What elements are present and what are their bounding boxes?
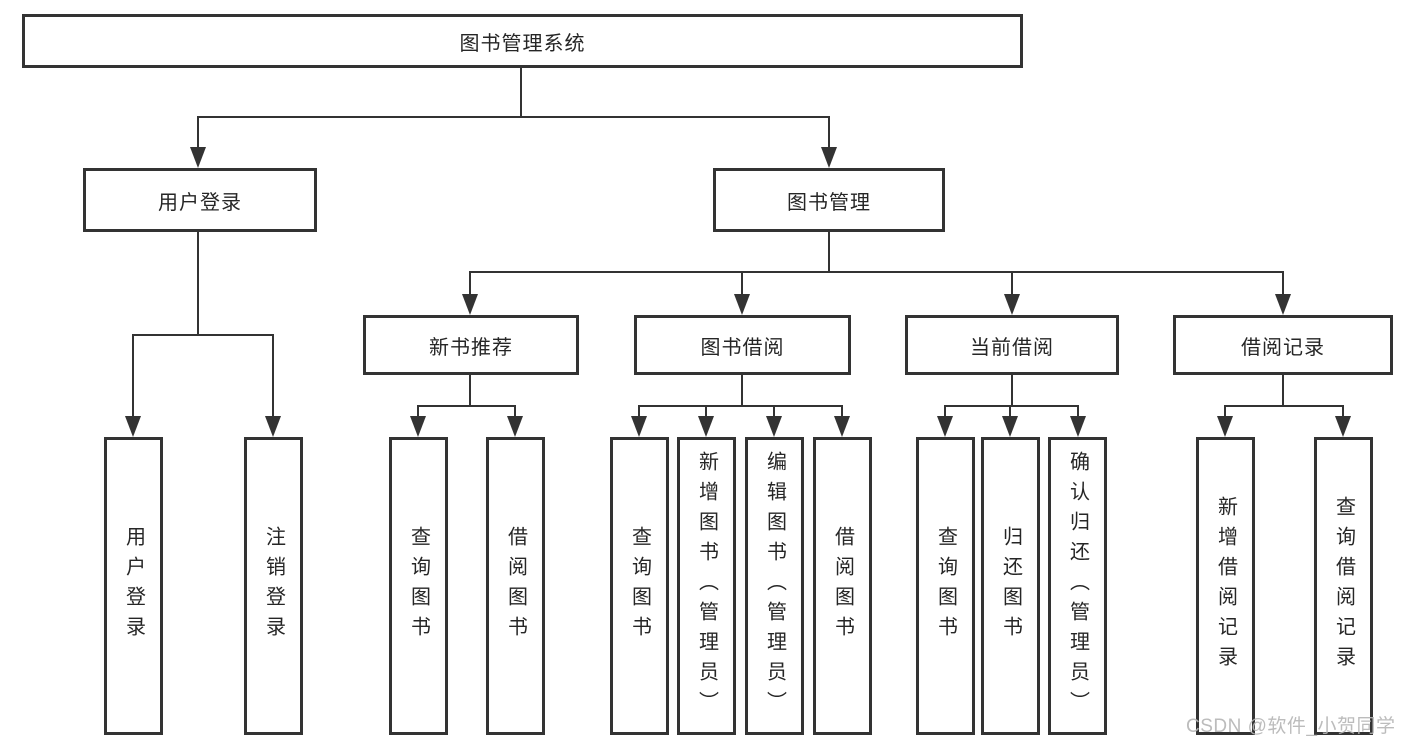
connector-line — [1009, 405, 1011, 422]
leaf-query-books-recommend-label: 查询图书 — [407, 526, 430, 646]
connector-line — [1342, 405, 1344, 422]
node-current-borrowing-label: 当前借阅 — [970, 336, 1054, 359]
leaf-logout: 注销登录 — [244, 437, 303, 735]
connector-line — [638, 405, 843, 407]
arrow-down-icon — [1217, 416, 1233, 437]
arrow-down-icon — [937, 416, 953, 437]
node-borrowing-records-label: 借阅记录 — [1241, 336, 1325, 359]
connector-line — [741, 375, 743, 407]
leaf-add-borrow-record-label: 新增借阅记录 — [1214, 496, 1237, 676]
connector-line — [1282, 271, 1284, 300]
arrow-down-icon — [734, 294, 750, 315]
leaf-borrow-books-recommend: 借阅图书 — [486, 437, 545, 735]
leaf-confirm-return-admin-label: 确认归还（管理员） — [1066, 451, 1089, 721]
leaf-query-books-current: 查询图书 — [916, 437, 975, 735]
leaf-query-borrow-record: 查询借阅记录 — [1314, 437, 1373, 735]
leaf-return-books: 归还图书 — [981, 437, 1040, 735]
connector-line — [1224, 405, 1344, 407]
leaf-query-books-borrowing: 查询图书 — [610, 437, 669, 735]
leaf-confirm-return-admin: 确认归还（管理员） — [1048, 437, 1107, 735]
leaf-add-borrow-record: 新增借阅记录 — [1196, 437, 1255, 735]
connector-line — [469, 375, 471, 407]
leaf-edit-books-admin-label: 编辑图书（管理员） — [763, 451, 786, 721]
connector-line — [272, 334, 274, 422]
leaf-query-books-current-label: 查询图书 — [934, 526, 957, 646]
connector-line — [1011, 271, 1013, 300]
leaf-add-books-admin-label: 新增图书（管理员） — [695, 451, 718, 721]
connector-line — [520, 68, 522, 117]
leaf-return-books-label: 归还图书 — [999, 526, 1022, 646]
node-new-book-recommend-label: 新书推荐 — [429, 336, 513, 359]
leaf-borrow-books-recommend-label: 借阅图书 — [504, 526, 527, 646]
leaf-borrow-books-borrowing: 借阅图书 — [813, 437, 872, 735]
arrow-down-icon — [410, 416, 426, 437]
node-book-borrowing: 图书借阅 — [634, 315, 851, 375]
leaf-query-books-recommend: 查询图书 — [389, 437, 448, 735]
connector-line — [828, 232, 830, 273]
connector-line — [469, 271, 1284, 273]
connector-line — [197, 116, 830, 118]
node-book-management: 图书管理 — [713, 168, 945, 232]
node-borrowing-records: 借阅记录 — [1173, 315, 1393, 375]
csdn-watermark: CSDN @软件_小贺同学 — [1186, 716, 1396, 737]
arrow-down-icon — [1002, 416, 1018, 437]
arrow-down-icon — [1070, 416, 1086, 437]
connector-line — [417, 405, 516, 407]
connector-line — [1077, 405, 1079, 422]
connector-line — [417, 405, 419, 422]
node-book-management-label: 图书管理 — [787, 191, 871, 214]
arrow-down-icon — [821, 147, 837, 168]
arrow-down-icon — [265, 416, 281, 437]
arrow-down-icon — [1275, 294, 1291, 315]
leaf-borrow-books-borrowing-label: 借阅图书 — [831, 526, 854, 646]
arrow-down-icon — [834, 416, 850, 437]
leaf-add-books-admin: 新增图书（管理员） — [677, 437, 736, 735]
connector-line — [1282, 375, 1284, 407]
leaf-logout-label: 注销登录 — [262, 526, 285, 646]
connector-line — [514, 405, 516, 422]
connector-line — [741, 271, 743, 300]
arrow-down-icon — [766, 416, 782, 437]
connector-line — [132, 334, 274, 336]
leaf-query-books-borrowing-label: 查询图书 — [628, 526, 651, 646]
connector-line — [638, 405, 640, 422]
arrow-down-icon — [698, 416, 714, 437]
connector-line — [944, 405, 1079, 407]
leaf-edit-books-admin: 编辑图书（管理员） — [745, 437, 804, 735]
node-user-login: 用户登录 — [83, 168, 317, 232]
connector-line — [773, 405, 775, 422]
connector-line — [469, 271, 471, 300]
connector-line — [944, 405, 946, 422]
leaf-user-login: 用户登录 — [104, 437, 163, 735]
arrow-down-icon — [190, 147, 206, 168]
arrow-down-icon — [631, 416, 647, 437]
leaf-query-borrow-record-label: 查询借阅记录 — [1332, 496, 1355, 676]
connector-line — [841, 405, 843, 422]
arrow-down-icon — [1004, 294, 1020, 315]
node-current-borrowing: 当前借阅 — [905, 315, 1119, 375]
leaf-user-login-label: 用户登录 — [122, 526, 145, 646]
node-user-login-label: 用户登录 — [158, 191, 242, 214]
arrow-down-icon — [507, 416, 523, 437]
arrow-down-icon — [462, 294, 478, 315]
connector-line — [1011, 375, 1013, 407]
connector-line — [828, 116, 830, 152]
connector-line — [132, 334, 134, 422]
connector-line — [197, 116, 199, 152]
node-root: 图书管理系统 — [22, 14, 1023, 68]
connector-line — [1224, 405, 1226, 422]
connector-line — [705, 405, 707, 422]
connector-line — [197, 232, 199, 336]
node-root-label: 图书管理系统 — [459, 32, 586, 55]
node-new-book-recommend: 新书推荐 — [363, 315, 579, 375]
arrow-down-icon — [1335, 416, 1351, 437]
node-book-borrowing-label: 图书借阅 — [700, 336, 785, 359]
arrow-down-icon — [125, 416, 141, 437]
